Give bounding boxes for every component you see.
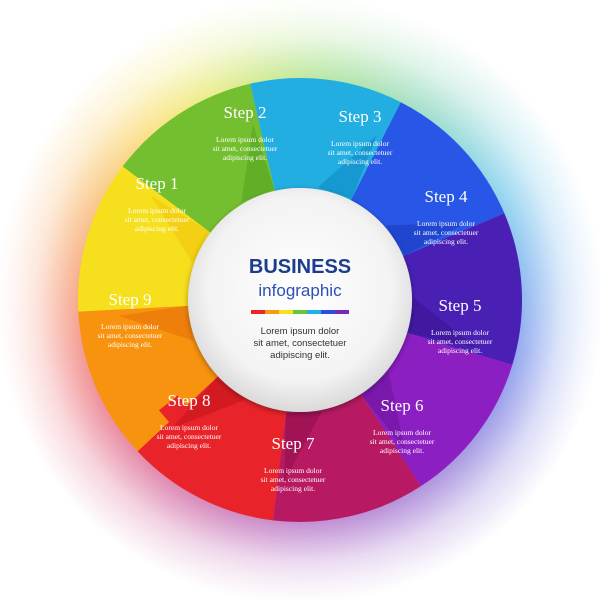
step-segment [122,83,279,233]
step-segment-shade [150,195,209,263]
step-title: Step 6 [381,396,424,415]
color-bar-swatch [335,310,349,314]
color-bar-swatch [293,310,307,314]
step-description-line: sit amet, consectetuer [261,475,326,484]
step-description-line: Lorem ipsum dolor [331,139,389,148]
center-panel: BUSINESS infographic Lorem ipsum dolor s… [188,188,412,412]
step-segment-shade [317,135,377,199]
step-description-line: Lorem ipsum dolor [417,219,475,228]
step-title: Step 7 [272,434,315,453]
step-description-line: Lorem ipsum dolor [128,206,186,215]
step-segment-shade [409,298,476,348]
step-segment-shade [362,371,405,450]
step-segment [137,376,287,521]
color-bar [251,310,349,314]
step-description-line: adipiscing elit. [108,340,152,349]
step-description-line: sit amet, consectetuer [428,337,493,346]
step-segment [250,78,401,201]
center-circle [188,188,412,412]
center-desc-line-1: Lorem ipsum dolor [261,326,340,337]
step-segment-shade [171,377,245,429]
step-description-line: Lorem ipsum dolor [160,423,218,432]
step-description-line: sit amet, consectetuer [157,432,222,441]
step-description-line: adipiscing elit. [271,484,315,493]
step-segment-shade [284,411,322,482]
step-title: Step 5 [439,296,482,315]
step-segment [350,102,505,257]
color-bar-swatch [251,310,265,314]
step-title: Step 9 [109,290,152,309]
step-segment [262,393,421,522]
step-description-line: sit amet, consectetuer [125,215,190,224]
color-bar-swatch [265,310,279,314]
step-description-line: adipiscing elit. [167,441,211,450]
step-title: Step 2 [224,103,267,122]
step-segment [78,293,219,452]
step-segment-shade [241,124,275,203]
step-description-line: sit amet, consectetuer [213,144,278,153]
step-description-line: Lorem ipsum dolor [264,466,322,475]
color-bar-swatch [279,310,293,314]
step-description-line: sit amet, consectetuer [98,331,163,340]
wheel-segments [78,78,522,522]
step-segment [360,332,513,487]
center-desc-line-3: adipiscing elit. [270,350,330,361]
step-description-line: sit amet, consectetuer [414,228,479,237]
step-title: Step 3 [339,107,382,126]
step-segment-shape [350,102,505,257]
step-description-line: adipiscing elit. [380,446,424,455]
step-description-line: adipiscing elit. [424,237,468,246]
step-segment-shape [137,376,287,521]
center-desc-line-2: sit amet, consectetuer [254,338,347,349]
step-segment [403,213,522,368]
step-title: Step 4 [425,187,468,206]
center-title: BUSINESS [249,256,351,278]
center-subtitle: infographic [258,281,342,300]
step-description-line: Lorem ipsum dolor [101,322,159,331]
step-segment-shape [360,332,513,487]
step-title: Step 8 [168,391,211,410]
step-description-line: adipiscing elit. [135,224,179,233]
step-segment-shape [122,83,279,233]
step-description-line: Lorem ipsum dolor [373,428,431,437]
color-bar-swatch [307,310,321,314]
step-description-line: adipiscing elit. [338,157,382,166]
step-segment-shade [118,305,194,341]
color-bar-swatch [321,310,335,314]
step-title: Step 1 [136,174,179,193]
step-description-line: sit amet, consectetuer [328,148,393,157]
step-description-line: sit amet, consectetuer [370,437,435,446]
step-segment-shade [386,223,465,256]
step-description-line: adipiscing elit. [438,346,482,355]
step-description-line: Lorem ipsum dolor [216,135,274,144]
step-description-line: Lorem ipsum dolor [431,328,489,337]
step-description-line: adipiscing elit. [223,153,267,162]
